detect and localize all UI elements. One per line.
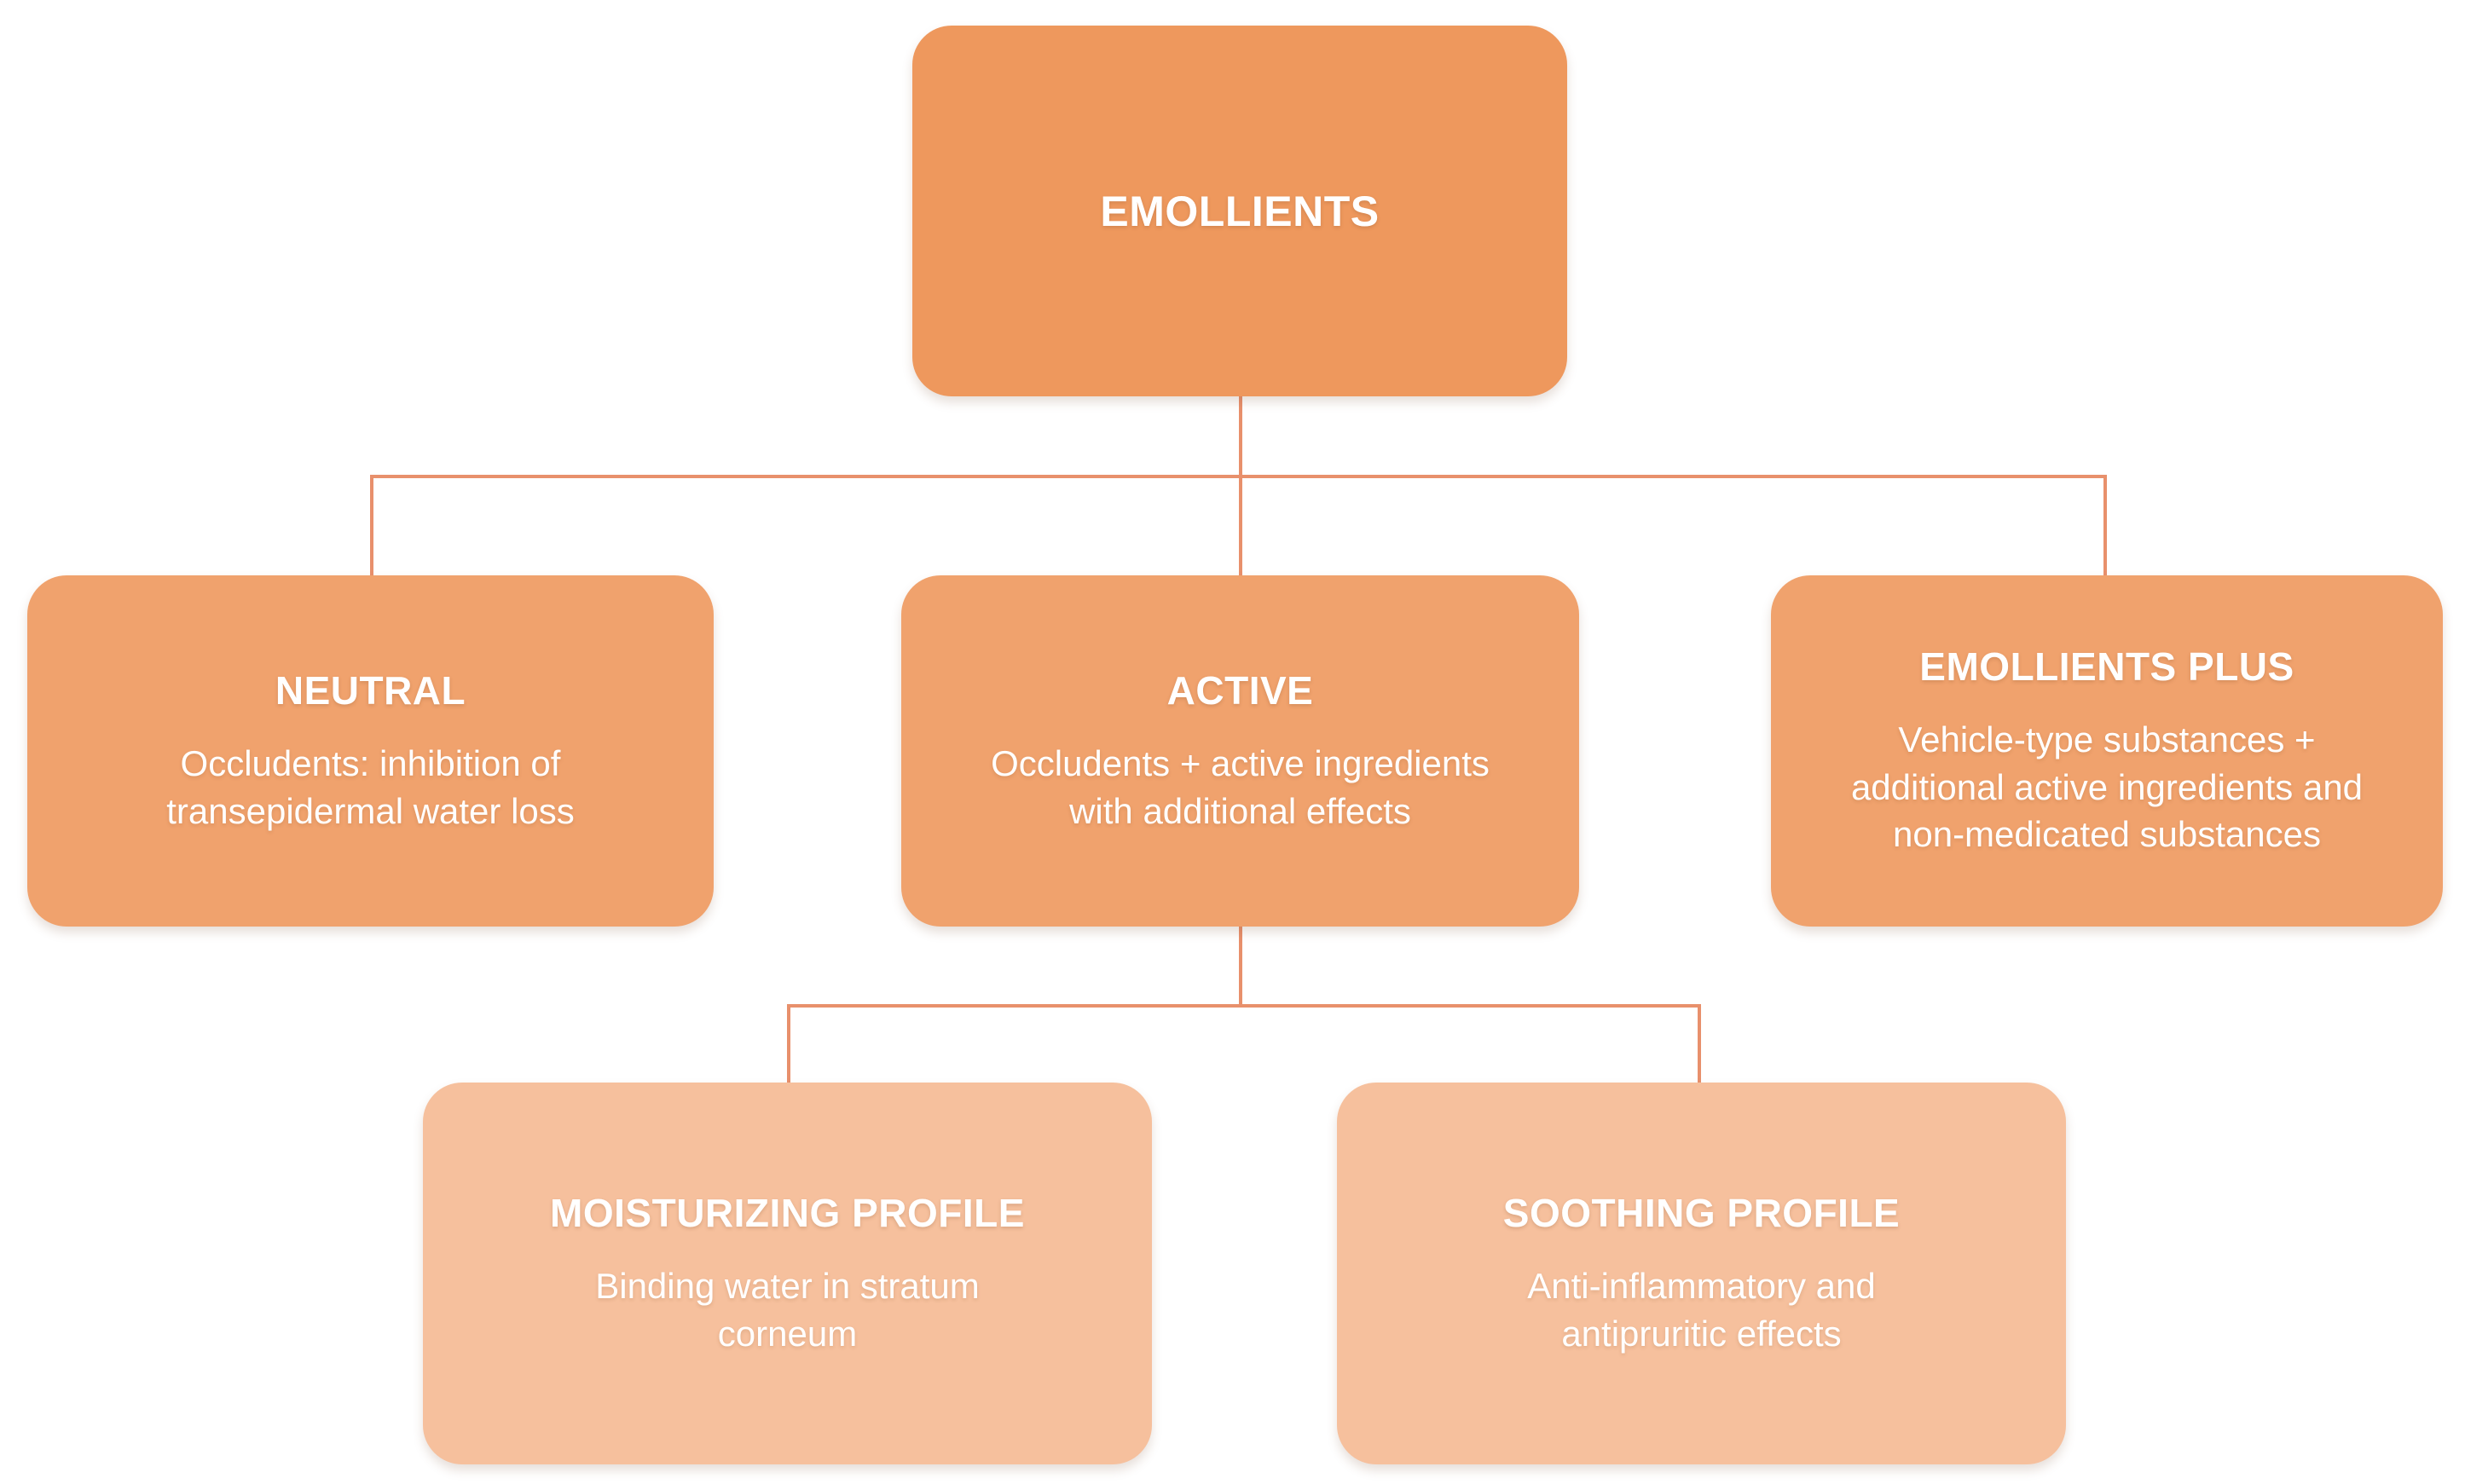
node-moisturizing-profile-title: MOISTURIZING PROFILE: [550, 1190, 1025, 1235]
connector-emollients-plus-drop: [2103, 475, 2107, 580]
node-neutral-body: Occludents: inhibition of transepidermal…: [166, 743, 575, 831]
node-emollients-plus: EMOLLIENTS PLUS Vehicle-type substances …: [1771, 575, 2443, 927]
node-neutral-title: NEUTRAL: [275, 667, 466, 713]
connector-moisturizing-drop: [787, 1004, 790, 1083]
node-emollients-title: EMOLLIENTS: [1100, 187, 1380, 235]
connector-soothing-drop: [1698, 1004, 1701, 1083]
node-emollients-plus-body: Vehicle-type substances + additional act…: [1850, 719, 2364, 855]
node-active: ACTIVE Occludents + active ingredients w…: [901, 575, 1579, 927]
node-neutral: NEUTRAL Occludents: inhibition of transe…: [27, 575, 714, 927]
node-active-title: ACTIVE: [1166, 667, 1314, 713]
node-soothing-profile: SOOTHING PROFILE Anti-inflammatory and a…: [1337, 1083, 2066, 1464]
node-emollients: EMOLLIENTS: [912, 26, 1567, 396]
connector-neutral-drop: [370, 475, 373, 580]
node-active-body: Occludents + active ingredients with add…: [991, 743, 1490, 831]
node-moisturizing-profile: MOISTURIZING PROFILE Binding water in st…: [423, 1083, 1152, 1464]
connector-active-stem: [1239, 925, 1242, 1004]
node-moisturizing-profile-body: Binding water in stratum corneum: [595, 1266, 980, 1354]
node-emollients-plus-title: EMOLLIENTS PLUS: [1919, 644, 2294, 690]
connector-root-stem: [1239, 396, 1242, 580]
connector-level2-horizontal: [370, 475, 2107, 478]
node-soothing-profile-body: Anti-inflammatory and antipruritic effec…: [1527, 1266, 1876, 1354]
connector-level3-horizontal: [787, 1004, 1701, 1008]
node-soothing-profile-title: SOOTHING PROFILE: [1502, 1190, 1901, 1235]
